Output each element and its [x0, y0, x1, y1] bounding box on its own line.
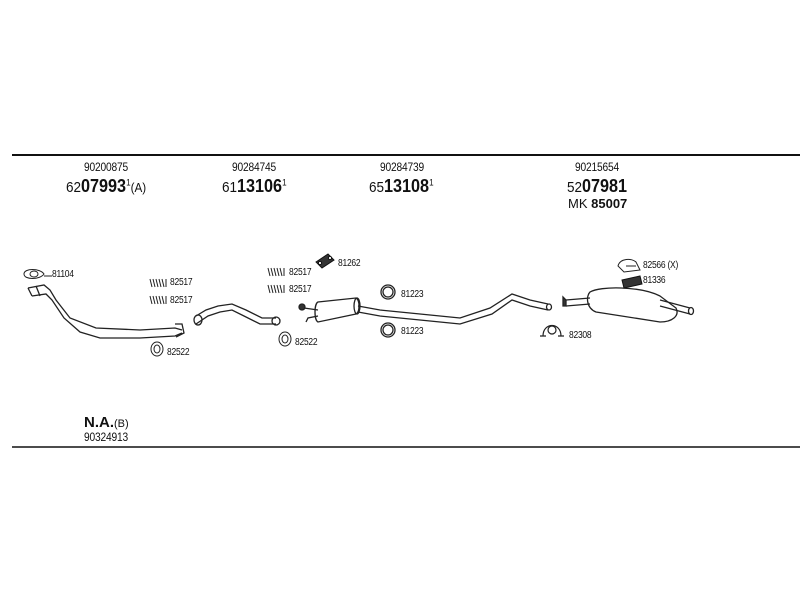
- callout-82517-c: 82517: [289, 267, 312, 278]
- mounting-kit-number: 85007: [591, 196, 628, 211]
- rear-silencer-drawing: [562, 287, 695, 323]
- callout-81223-a: 81223: [401, 289, 424, 300]
- part-sup-1: 1: [126, 177, 131, 188]
- part-suffix-1: (A): [130, 180, 147, 195]
- callout-82308: 82308: [569, 330, 592, 341]
- callout-82522-a: 82522: [167, 347, 190, 358]
- ref-number-4: 90215654: [575, 160, 620, 174]
- part-prefix-2: 61: [222, 179, 238, 196]
- clamp-82308-drawing: [540, 324, 564, 337]
- callout-81336: 81336: [643, 275, 666, 286]
- part-number-3: 65131081: [369, 176, 434, 197]
- front-downpipe-drawing: [27, 284, 185, 339]
- part-core-2: 13106: [237, 176, 283, 196]
- not-available-suffix: (B): [114, 418, 129, 430]
- not-available-note: N.A.(B): [84, 414, 129, 431]
- part-number-1: 62079931(A): [66, 176, 146, 197]
- part-sup-3: 1: [429, 177, 434, 188]
- bolt-set-1-drawing: [149, 278, 167, 305]
- ref-number-2: 90284745: [232, 160, 277, 174]
- mount-82566-drawing: [617, 258, 641, 273]
- part-number-2: 61131061: [222, 176, 287, 197]
- mount-81262-drawing: [315, 253, 335, 269]
- callout-82522-b: 82522: [295, 337, 318, 348]
- callout-81223-b: 81223: [401, 326, 424, 337]
- not-available-ref: 90324913: [84, 430, 129, 444]
- mounting-kit: MK 85007: [568, 196, 627, 211]
- intermediate-pipe-drawing: [193, 303, 281, 326]
- callout-82517-d: 82517: [289, 284, 312, 295]
- part-prefix-4: 52: [567, 179, 583, 196]
- part-core-3: 13108: [384, 176, 430, 196]
- part-number-4: 5207981: [567, 176, 627, 197]
- callout-82517-a: 82517: [170, 277, 193, 288]
- middle-silencer-drawing: [298, 297, 361, 323]
- rear-pipe-drawing: [357, 293, 553, 325]
- gasket-82522b-drawing: [278, 331, 292, 347]
- part-core-4: 07981: [582, 176, 628, 196]
- ref-number-3: 90284739: [380, 160, 425, 174]
- callout-82517-b: 82517: [170, 295, 193, 306]
- callout-81262: 81262: [338, 258, 361, 269]
- part-core-1: 07993: [81, 176, 127, 196]
- ring-81223a-drawing: [380, 284, 396, 300]
- part-sup-2: 1: [282, 177, 287, 188]
- callout-82566: 82566 (X): [643, 260, 679, 271]
- callout-81104: 81104: [52, 269, 74, 280]
- ref-number-1: 90200875: [84, 160, 129, 174]
- part-prefix-3: 65: [369, 179, 385, 196]
- mount-81336-drawing: [621, 275, 643, 289]
- ring-81223b-drawing: [380, 322, 396, 338]
- part-prefix-1: 62: [66, 179, 82, 196]
- gasket-81104-drawing: [23, 269, 52, 279]
- mounting-kit-label: MK: [568, 196, 588, 211]
- bolt-set-2-drawing: [267, 267, 285, 294]
- gasket-82522a-drawing: [150, 341, 164, 357]
- not-available-label: N.A.: [84, 414, 114, 431]
